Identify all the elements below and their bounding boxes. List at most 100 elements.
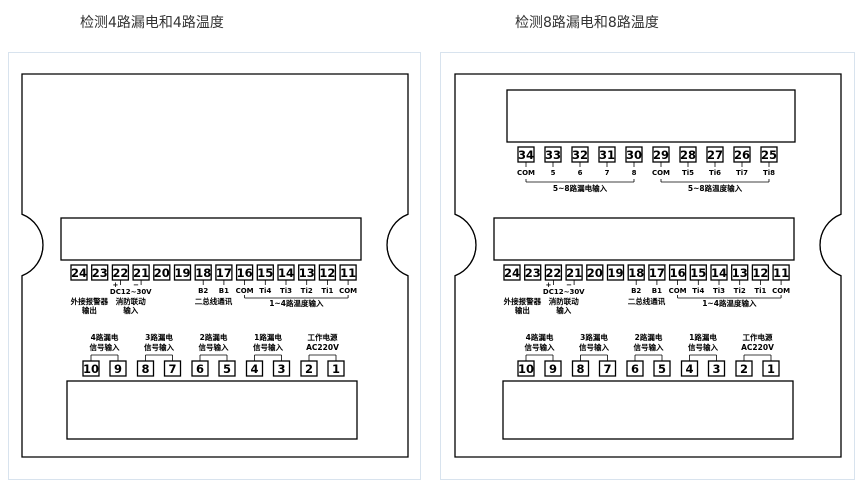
right-lower-group-line2-1: 信号输入 [579, 342, 609, 352]
right-temp-group-label: 1~4路温度输入 [702, 298, 757, 308]
right-leak-group-label: 5~8路漏电输入 [553, 183, 608, 193]
right-display-window [493, 217, 795, 261]
right-top-terminal-31-number: 31 [599, 148, 615, 162]
right-lower-group-line1-2: 2路漏电 [635, 332, 663, 342]
right-terminal-18-number: 18 [628, 266, 644, 280]
right-temp-top-group-label: 5~8路温度输入 [688, 183, 743, 193]
left-lower-terminal-1-number: 1 [332, 362, 340, 376]
left-terminal-label-16: COM [236, 287, 254, 295]
right-top-terminal-33-number: 33 [545, 148, 561, 162]
right-mount-hole-right [819, 213, 842, 277]
right-mount-hole-left [454, 213, 477, 277]
left-terminal-17-number: 17 [216, 266, 232, 280]
left-terminal-label-11: COM [339, 287, 357, 295]
right-lower-terminal-5-number: 5 [658, 362, 666, 376]
right-lower-terminal-6-number: 6 [631, 362, 639, 376]
right-lower-group-line1-4: 工作电源 [743, 332, 773, 342]
left-terminal-23-number: 23 [92, 266, 108, 280]
right-minus-sign: − [566, 281, 572, 289]
left-lower-terminal-8-number: 8 [141, 362, 149, 376]
right-terminal-23-box [524, 264, 542, 281]
left-terminal-23-box [91, 264, 109, 281]
right-terminal-label-12: Ti1 [754, 287, 766, 295]
left-terminal-13-number: 13 [299, 266, 315, 280]
left-temp-group-label: 1~4路温度输入 [269, 298, 324, 308]
left-terminal-label-17: B1 [219, 287, 229, 295]
left-terminal-22-number: 22 [112, 266, 128, 280]
left-lower-group-line2-1: 信号输入 [144, 342, 174, 352]
right-fire-label-2: 输入 [556, 305, 571, 315]
left-terminal-label-14: Ti3 [280, 287, 292, 295]
right-top-terminal-27-number: 27 [707, 148, 723, 162]
right-terminal-label-15: Ti4 [692, 287, 704, 295]
right-terminal-19-number: 19 [607, 266, 623, 280]
right-top-label-32: 6 [578, 169, 583, 177]
left-lower-window [66, 380, 358, 440]
left-terminal-19-number: 19 [174, 266, 190, 280]
right-diagram-title: 检测8路漏电和8路温度 [515, 15, 659, 31]
left-terminal-12-number: 12 [319, 266, 335, 280]
right-lower-terminal-9-number: 9 [549, 362, 557, 376]
left-lower-group-line2-3: 信号输入 [253, 342, 283, 352]
left-alarm-label-2: 输出 [82, 305, 97, 315]
left-lower-terminal-7-number: 7 [168, 362, 176, 376]
right-terminal-21-number: 21 [566, 266, 582, 280]
left-terminal-label-15: Ti4 [259, 287, 271, 295]
right-top-label-28: Ti5 [682, 169, 694, 177]
right-terminal-24-box [503, 264, 521, 281]
right-top-label-25: Ti8 [763, 169, 775, 177]
right-top-label-34: COM [517, 169, 535, 177]
right-fire-label-1: 消防联动 [549, 296, 579, 306]
left-mount-hole-left [21, 213, 44, 277]
left-fire-label-2: 输入 [123, 305, 138, 315]
right-lower-terminal-4-number: 4 [685, 362, 693, 376]
left-lower-terminal-10-number: 10 [83, 362, 99, 376]
left-bus-label: 二总线通讯 [195, 296, 233, 306]
right-top-terminal-30-number: 30 [626, 148, 642, 162]
left-lower-group-line1-2: 2路漏电 [200, 332, 228, 342]
right-lower-terminal-7-number: 7 [603, 362, 611, 376]
right-lower-group-line2-3: 信号输入 [688, 342, 718, 352]
right-terminal-23-number: 23 [525, 266, 541, 280]
right-dc-label: DC12~30V [543, 288, 585, 296]
left-lower-group-line2-4: AC220V [306, 343, 339, 352]
left-lower-terminal-3-number: 3 [277, 362, 285, 376]
right-alarm-label-1: 外接报警器 [504, 296, 542, 306]
right-terminal-label-18: B2 [631, 287, 641, 295]
right-lower-terminal-8-number: 8 [576, 362, 584, 376]
right-terminal-19-box [606, 264, 625, 281]
left-terminal-18-number: 18 [195, 266, 211, 280]
left-lower-terminal-2-number: 2 [305, 362, 313, 376]
left-lower-group-line2-0: 信号输入 [90, 342, 120, 352]
right-top-label-26: Ti7 [736, 169, 748, 177]
left-lower-group-line1-3: 1路漏电 [254, 332, 282, 342]
right-terminal-label-14: Ti3 [713, 287, 725, 295]
right-alarm-label-2: 输出 [515, 305, 530, 315]
right-terminal-12-number: 12 [752, 266, 768, 280]
right-terminal-13-number: 13 [732, 266, 748, 280]
right-lower-terminal-2-number: 2 [740, 362, 748, 376]
right-lower-group-line1-0: 4路漏电 [526, 332, 554, 342]
left-lower-group-line1-4: 工作电源 [308, 332, 338, 342]
left-lower-terminal-9-number: 9 [114, 362, 122, 376]
right-top-terminal-29-number: 29 [653, 148, 669, 162]
left-terminal-11-number: 11 [340, 266, 356, 280]
left-lower-group-line2-2: 信号输入 [199, 342, 229, 352]
left-minus-sign: − [133, 281, 139, 289]
right-lower-group-line1-1: 3路漏电 [580, 332, 608, 342]
left-lower-group-line1-0: 4路漏电 [91, 332, 119, 342]
right-terminal-16-number: 16 [670, 266, 686, 280]
right-top-terminal-32-number: 32 [572, 148, 588, 162]
right-terminal-label-16: COM [669, 287, 687, 295]
left-terminal-16-number: 16 [237, 266, 253, 280]
left-mount-hole-right [386, 213, 409, 277]
right-lower-terminal-10-number: 10 [518, 362, 534, 376]
left-terminal-24-number: 24 [71, 266, 87, 280]
left-diagram-title: 检测4路漏电和4路温度 [80, 15, 224, 31]
left-terminal-label-13: Ti2 [301, 287, 313, 295]
right-top-terminal-26-number: 26 [734, 148, 750, 162]
left-lower-terminal-5-number: 5 [223, 362, 231, 376]
right-lower-group-line1-3: 1路漏电 [689, 332, 717, 342]
right-terminal-14-number: 14 [711, 266, 727, 280]
